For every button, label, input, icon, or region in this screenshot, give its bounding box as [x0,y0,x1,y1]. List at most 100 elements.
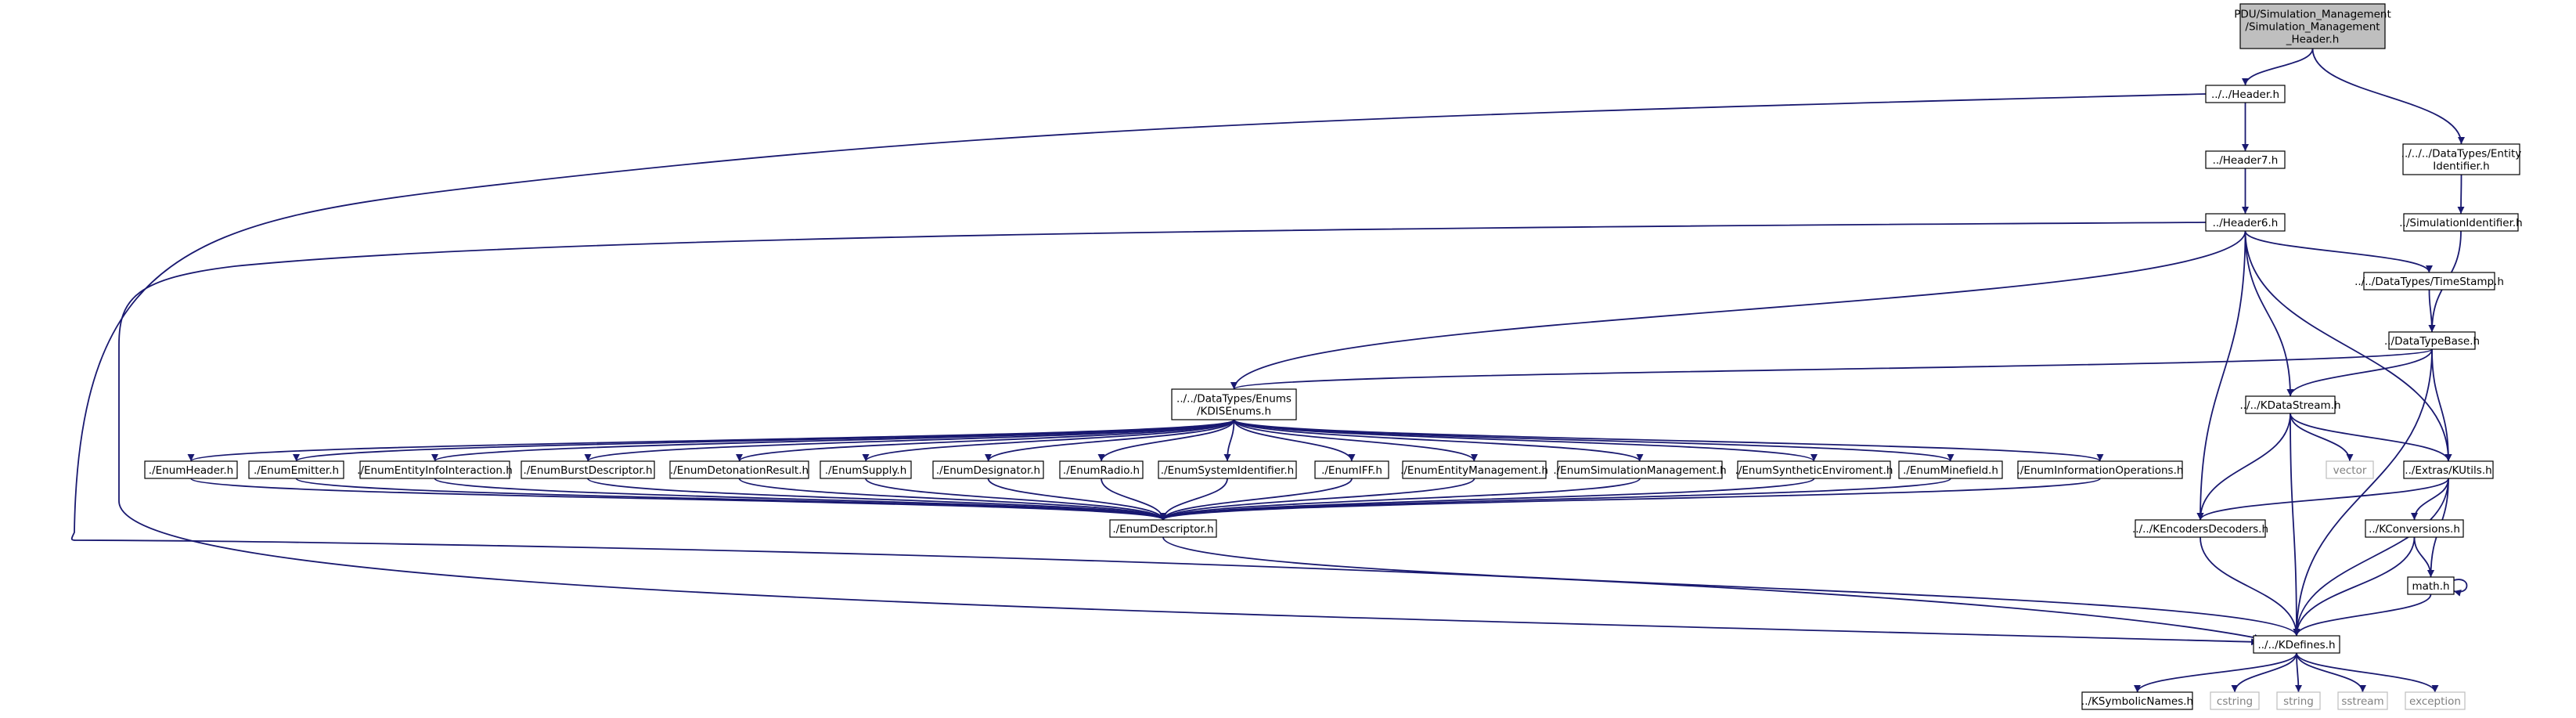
node-datatypebase[interactable]: ../DataTypeBase.h [2384,331,2480,350]
node-box [2402,143,2520,175]
node-box [2081,691,2193,710]
node-box [1171,388,1297,420]
edge-enumminefield-to-enumdescriptor [1159,478,1951,521]
edge-enumdetonation-to-enumdescriptor [738,478,1167,521]
node-label: ../KSymbolicNames.h [2081,695,2193,708]
node-box [248,460,344,479]
node-math[interactable]: math.h [2407,576,2455,595]
node-enumiff[interactable]: ./EnumIFF.h [1314,460,1389,479]
node-enumdescriptor[interactable]: ./EnumDescriptor.h [1109,519,1217,538]
node-kconversions[interactable]: ../KConversions.h [2365,519,2464,538]
node-exception: exception [2405,691,2466,710]
node-box [2210,691,2260,710]
node-kdisenums[interactable]: ../../DataTypes/Enums/KDISEnums.h [1171,388,1297,420]
node-label: sstream [2341,695,2383,708]
edge-kconversions-to-kdefines [2293,536,2416,637]
node-enumsimmgmt[interactable]: ./EnumSimulationManagement.h [1553,460,1727,479]
node-label: ./EnumEmitter.h [254,464,339,477]
edge-header6-to-kutils [2244,230,2452,462]
node-header[interactable]: ../../Header.h [2205,85,2286,103]
edge-kdatastream-to-kencoders [2196,413,2291,521]
node-timestamp[interactable]: ../../DataTypes/TimeStamp.h [2354,272,2504,290]
node-kutils[interactable]: ../Extras/KUtils.h [2403,460,2494,479]
node-box [2365,519,2464,538]
edge-kdisenums-to-enumheader [187,419,1235,462]
edge-kdisenums-to-enumsysid [1223,419,1235,462]
node-enumentitymgmt[interactable]: ./EnumEntityManagement.h [1400,460,1548,479]
node-label: ../../DataTypes/Enums [1176,393,1292,406]
node-label: ./EnumInformationOperations.h [2017,464,2184,477]
node-enumburst[interactable]: ./EnumBurstDescriptor.h [521,460,655,479]
node-box [2205,150,2286,169]
edge-datatypebase-to-kdefines [2293,348,2433,637]
node-kencoders[interactable]: ../../KEncodersDecoders.h [2132,519,2268,538]
node-label: ./EnumEntityManagement.h [1400,464,1548,477]
node-box [2405,691,2466,710]
node-box [820,460,912,479]
node-layer: PDU/Simulation_Management/Simulation_Man… [144,3,2523,710]
node-box [2135,519,2266,538]
node-string: string [2276,691,2321,710]
node-enumsynthetic[interactable]: ./EnumSyntheticEnviroment.h [1735,460,1893,479]
node-enumentityinfo[interactable]: ./EnumEntityInfoInteraction.h [357,460,513,479]
node-box [2326,460,2374,479]
node-label: math.h [2412,580,2449,593]
node-kdefines[interactable]: ../../KDefines.h [2253,635,2340,654]
edge-kdisenums-to-enumsimmgmt [1233,419,1644,462]
node-enumdesignator[interactable]: ./EnumDesignator.h [932,460,1044,479]
edge-enumsynthetic-to-enumdescriptor [1159,478,1815,521]
node-ksymbolic[interactable]: ../KSymbolicNames.h [2081,691,2193,710]
node-enumminefield[interactable]: ./EnumMinefield.h [1898,460,2003,479]
node-label: ./EnumHeader.h [149,464,233,477]
node-label: ./EnumMinefield.h [1903,464,1998,477]
node-box [144,460,238,479]
node-label: cstring [2217,695,2253,708]
node-box [2337,691,2388,710]
node-box [2363,272,2495,290]
edge-kdefines-to-exception [2296,652,2439,693]
node-box [359,460,510,479]
edge-layer [70,48,2468,693]
edge-header6-to-kencoders [2196,230,2246,521]
node-box [2239,3,2386,49]
node-box [932,460,1044,479]
node-box [1737,460,1891,479]
edge-kutils-to-kdefines [2293,478,2449,637]
node-box [1059,460,1144,479]
node-box [2017,460,2183,479]
node-label: ./EnumDetonationResult.h [670,464,809,477]
edge-root-to-header [2242,48,2314,86]
edge-kdefines-to-cstring [2231,652,2297,693]
edge-entity_identifier-to-sim_identifier [2457,174,2465,215]
node-box [2276,691,2321,710]
node-label: ./EnumBurstDescriptor.h [523,464,652,477]
node-label: ../Header6.h [2213,217,2279,229]
edge-kdisenums-to-enumminefield [1233,419,1955,462]
edge-header-to-kdefines [70,93,2262,641]
node-header7[interactable]: ../Header7.h [2205,150,2286,169]
edge-math-to-math [2453,579,2468,597]
edge-kencoders-to-kdefines [2200,536,2300,637]
node-kdatastream[interactable]: ../../KDataStream.h [2239,395,2341,414]
node-label: ../../../DataTypes/Entity [2401,148,2522,161]
node-box [1158,460,1297,479]
node-label: ../../KEncodersDecoders.h [2132,523,2268,536]
edge-datatypebase-to-kutils [2431,348,2452,462]
edge-datatypebase-to-kdisenums [1230,348,2433,390]
node-header6[interactable]: ../Header6.h [2205,213,2286,232]
node-cstring: cstring [2210,691,2260,710]
node-sim_identifier[interactable]: ../SimulationIdentifier.h [2399,213,2523,232]
node-enumsupply[interactable]: ./EnumSupply.h [820,460,912,479]
node-enumradio[interactable]: ./EnumRadio.h [1059,460,1144,479]
node-enumdetonation[interactable]: ./EnumDetonationResult.h [669,460,809,479]
edge-kutils-to-kencoders [2196,478,2449,521]
edge-kdisenums-to-enumentityinfo [431,419,1235,462]
node-label: ../../KDefines.h [2257,639,2335,651]
edge-enumemitter-to-enumdescriptor [295,478,1167,521]
node-enuminfoops[interactable]: ./EnumInformationOperations.h [2017,460,2184,479]
node-enumemitter[interactable]: ./EnumEmitter.h [248,460,344,479]
node-enumsysid[interactable]: ./EnumSystemIdentifier.h [1158,460,1297,479]
edge-kdisenums-to-enumsupply [862,419,1235,462]
node-enumheader[interactable]: ./EnumHeader.h [144,460,238,479]
